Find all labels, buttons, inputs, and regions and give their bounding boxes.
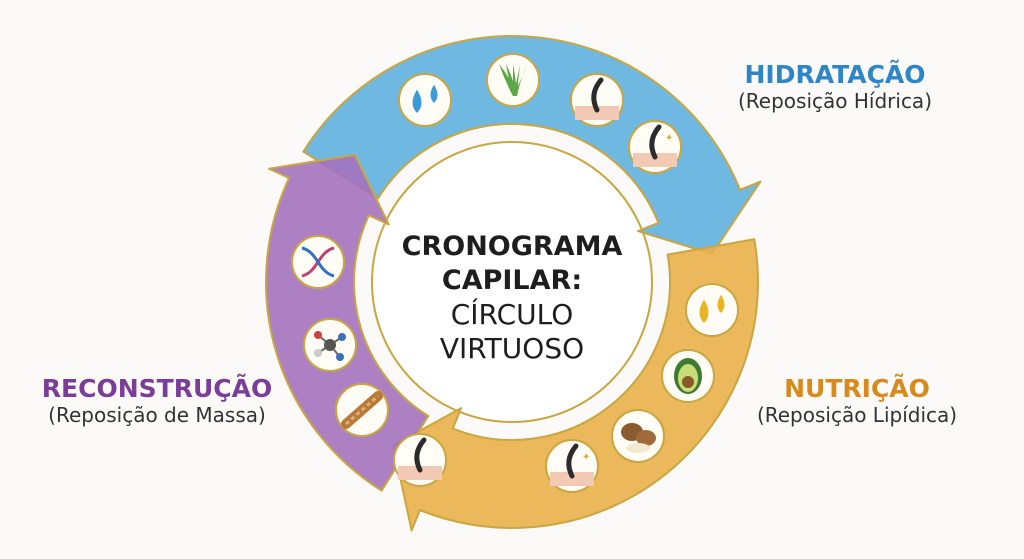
- stage-subtitle: (Reposição de Massa): [48, 403, 266, 427]
- center-title: CRONOGRAMA CAPILAR: CÍRCULO VIRTUOSO: [402, 230, 623, 366]
- dna-icon: [291, 235, 345, 289]
- label-hidratacao: HIDRATAÇÃO (Reposição Hídrica): [738, 60, 932, 113]
- stage-title: NUTRIÇÃO: [784, 374, 930, 403]
- nutricao-arrow: [392, 238, 759, 532]
- label-nutricao: NUTRIÇÃO (Reposição Lipídica): [757, 374, 957, 427]
- center-title-line4: VIRTUOSO: [439, 332, 585, 365]
- center-title-line1: CRONOGRAMA: [401, 231, 623, 262]
- center-title-line3: CÍRCULO: [450, 298, 574, 331]
- stage-title: RECONSTRUÇÃO: [41, 374, 273, 403]
- shiny-hair-icon: ✦: [628, 120, 682, 174]
- hair-strand-icon: [393, 433, 447, 487]
- molecule-icon: [303, 318, 357, 372]
- avocado-icon: [661, 349, 715, 403]
- hair-strand-icon: [570, 73, 624, 127]
- center-title-line2: CAPILAR:: [441, 265, 583, 296]
- aloe-vera-icon: [486, 53, 540, 107]
- shiny-hair-icon: ✦: [545, 439, 599, 493]
- oil-drops-icon: [685, 283, 739, 337]
- svg-text:✦: ✦: [665, 133, 673, 144]
- stage-title: HIDRATAÇÃO: [744, 60, 926, 89]
- shea-nuts-icon: [611, 409, 665, 463]
- svg-text:✦: ✦: [582, 452, 590, 463]
- label-reconstrucao: RECONSTRUÇÃO (Reposição de Massa): [42, 374, 272, 427]
- water-drops-icon: [398, 73, 452, 127]
- stage-subtitle: (Reposição Hídrica): [738, 89, 932, 113]
- stage-subtitle: (Reposição Lipídica): [756, 403, 958, 427]
- keratin-strand-icon: [335, 383, 389, 437]
- inner-circle: [371, 141, 653, 423]
